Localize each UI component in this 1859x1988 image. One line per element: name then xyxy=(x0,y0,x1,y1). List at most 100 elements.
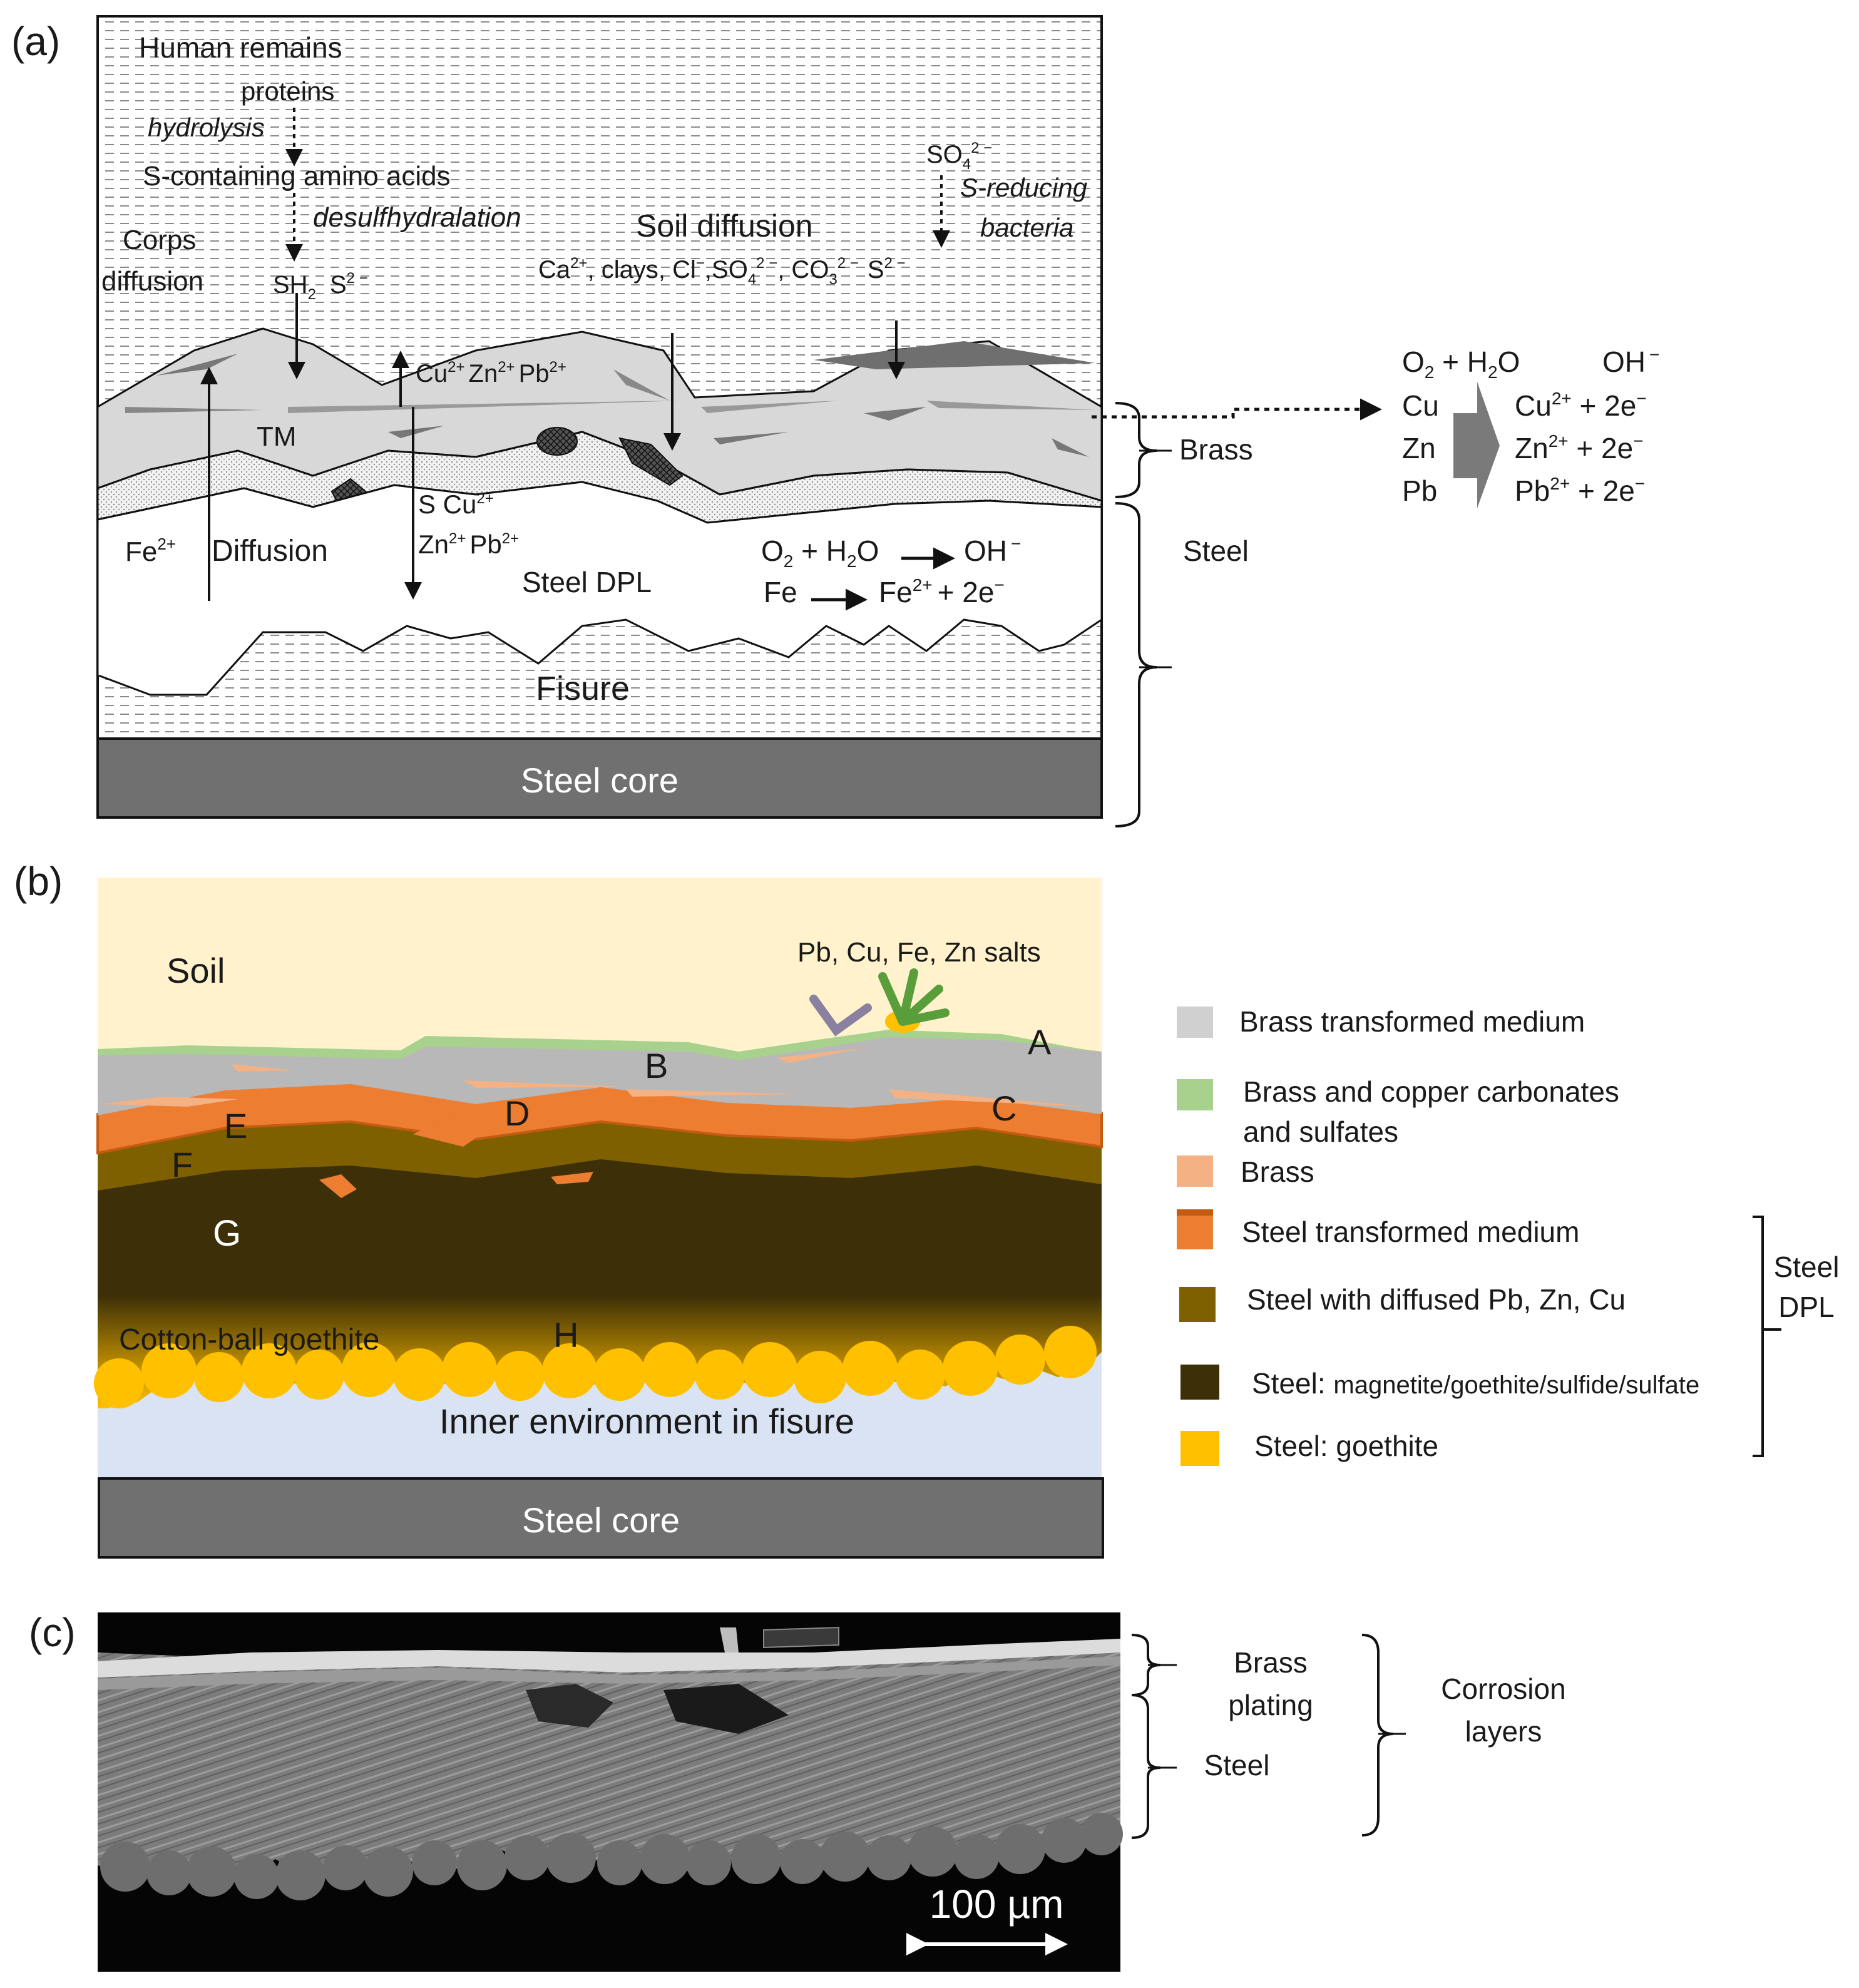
streak xyxy=(814,341,1095,369)
sem-brass-band xyxy=(98,1639,1120,1678)
legend-label-brass: Brass xyxy=(1241,1155,1314,1188)
fisure-label: Fisure xyxy=(536,670,630,707)
streak xyxy=(701,401,839,413)
streak xyxy=(388,426,444,438)
brass-lens xyxy=(463,1080,626,1088)
orange-inclusion xyxy=(551,1172,593,1184)
tm-label: TM xyxy=(257,421,297,452)
side-product-pb: Pb2+ + 2e− xyxy=(1515,474,1645,507)
side-reaction-o2: O2 + H2O xyxy=(1402,346,1520,382)
steel-magnetite-layer xyxy=(98,1158,1102,1408)
streak xyxy=(926,401,1095,410)
steel-bracket-label: Steel xyxy=(1183,535,1249,567)
letter-f: F xyxy=(172,1145,193,1184)
legend-swatch-steel-diffused xyxy=(1179,1287,1216,1322)
s-reducing-label: S-reducing xyxy=(960,173,1087,202)
s-cu-label: S Cu2+ xyxy=(418,489,494,519)
steel-c-bracket xyxy=(1131,1694,1161,1839)
soil-diffusion-label: Soil diffusion xyxy=(636,208,813,243)
side-product-zn: Zn2+ + 2e− xyxy=(1515,431,1644,464)
human-remains-label: Human remains xyxy=(139,31,342,64)
sem-brass-band-2 xyxy=(98,1656,1120,1690)
steel-dpl-bracket xyxy=(1753,1216,1781,1457)
panel-c-label: (c) xyxy=(29,1610,76,1655)
letter-c: C xyxy=(991,1089,1017,1128)
legend-swatch-brass-tm xyxy=(1177,1007,1213,1038)
panel-a-label: (a) xyxy=(11,19,60,64)
corrosion-layers-bracket xyxy=(1361,1634,1394,1837)
proteins-label: proteins xyxy=(241,76,334,106)
steel-core-b-label: Steel core xyxy=(522,1500,680,1540)
letter-g: G xyxy=(213,1213,241,1254)
letter-b: B xyxy=(645,1046,668,1085)
brass-bracket-label: Brass xyxy=(1179,433,1253,466)
inclusion xyxy=(536,427,578,456)
carbonate-layer xyxy=(98,1030,1102,1060)
legend-swatch-steel-tm-edge xyxy=(1177,1209,1213,1216)
panel-b: (b) xyxy=(14,859,1840,1559)
so4-top-label: SO42 − xyxy=(926,140,992,173)
salts-label: Pb, Cu, Fe, Zn salts xyxy=(797,937,1041,968)
salt-crystal-green xyxy=(878,968,950,1026)
streak xyxy=(156,354,238,376)
reaction-big-arrow xyxy=(1453,382,1500,508)
side-metal-cu: Cu xyxy=(1402,389,1439,422)
brass-ions-label: Cu2+Zn2+Pb2+ xyxy=(416,359,566,387)
brass-plating-label-2: plating xyxy=(1228,1689,1313,1721)
legend-label-brass-tm: Brass transformed medium xyxy=(1239,1005,1585,1038)
hydrolysis-label: hydrolysis xyxy=(148,113,265,142)
sem-pit xyxy=(526,1684,613,1728)
steel-dpl-bracket-line1: Steel xyxy=(1774,1251,1840,1283)
legend-swatch-steel-tm xyxy=(1177,1209,1213,1249)
steel-core-a xyxy=(96,737,1103,819)
streak xyxy=(714,432,789,444)
legend-swatch-brass xyxy=(1177,1155,1213,1187)
orange-lens xyxy=(413,1109,501,1147)
soil-label: Soil xyxy=(166,951,225,990)
brass-lens xyxy=(889,1089,1089,1107)
sem-steel xyxy=(98,1652,1120,1884)
sem-flake xyxy=(720,1627,739,1652)
steel-dpl-bracket-line2: DPL xyxy=(1778,1291,1834,1323)
legend-label-goethite: Steel: goethite xyxy=(1254,1430,1438,1462)
fe-label: Fe2+ xyxy=(125,535,176,567)
sem-bumps xyxy=(100,1813,1123,1900)
sem-pit xyxy=(663,1684,789,1734)
legend-label-steel-magnetite: Steel: magnetite/goethite/sulfide/sulfat… xyxy=(1252,1367,1699,1400)
cotton-ball-label: Cotton-ball goethite xyxy=(119,1323,379,1356)
steel-core-a-label: Steel core xyxy=(521,761,679,800)
corrosion-label-1: Corrosion xyxy=(1441,1673,1565,1705)
corrosion-label-2: layers xyxy=(1465,1715,1542,1748)
steel-dpl-label: Steel DPL xyxy=(522,566,652,598)
orange-inclusion xyxy=(319,1174,357,1198)
steel-dpl-region xyxy=(96,481,1103,696)
inclusion xyxy=(618,437,684,486)
letter-d: D xyxy=(504,1094,530,1133)
letter-e: E xyxy=(224,1106,247,1145)
brass-lens xyxy=(776,1048,864,1063)
brass-lens xyxy=(626,1089,801,1097)
scale-bar-label: 100 µm xyxy=(929,1882,1064,1927)
reaction-2-product: Fe2++ 2e− xyxy=(879,575,1005,608)
steel-bracket xyxy=(1115,502,1157,827)
ions-line: Ca2+, clays, Cl−,SO42 −, CO32 −S2 − xyxy=(538,255,906,288)
brass-plating-label-1: Brass xyxy=(1234,1646,1308,1679)
streak xyxy=(1052,438,1089,457)
letter-a: A xyxy=(1028,1022,1052,1062)
side-product-cu: Cu2+ + 2e− xyxy=(1515,389,1647,422)
streak xyxy=(125,407,263,413)
panel-b-label: (b) xyxy=(14,859,63,904)
legend: Brass transformed medium Brass and coppe… xyxy=(1177,1005,1699,1466)
reaction-1: O2 + H2O xyxy=(761,535,879,571)
bacteria-label: bacteria xyxy=(980,213,1073,242)
steel-c-label: Steel xyxy=(1204,1749,1270,1781)
side-reaction-oh: OH− xyxy=(1602,345,1659,378)
legend-swatch-carbonates xyxy=(1177,1079,1213,1110)
amino-acids-label: S-containing amino acids xyxy=(143,161,451,192)
legend-swatch-steel-magnetite xyxy=(1180,1365,1219,1400)
reaction-2-fe: Fe xyxy=(764,576,797,608)
steel-core-b xyxy=(98,1477,1104,1559)
side-metal-zn: Zn xyxy=(1402,432,1436,464)
